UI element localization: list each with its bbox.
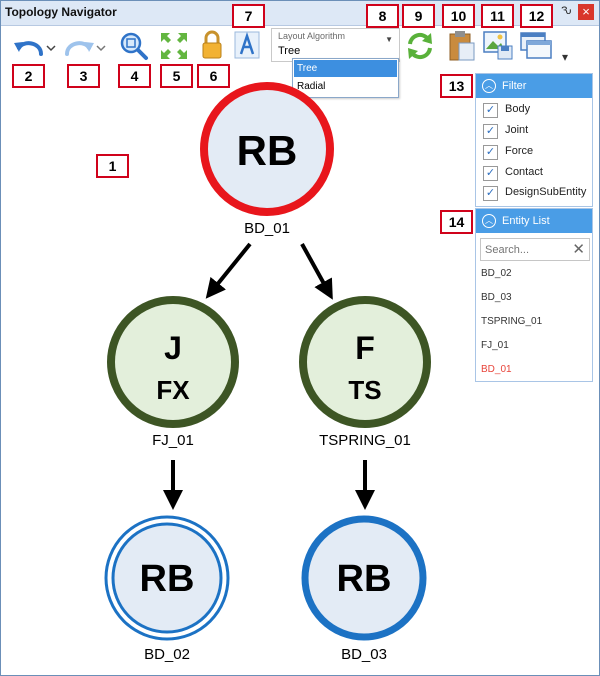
node-ring [200, 82, 334, 216]
checkbox-checked-icon[interactable]: ✓ [483, 103, 498, 118]
node-ring [299, 296, 431, 428]
filter-title: Filter [502, 80, 527, 92]
callout-6: 6 [197, 64, 230, 88]
node-type-label: J [164, 330, 182, 366]
callout-10: 10 [442, 4, 475, 28]
layout-algorithm-dropdown[interactable]: Layout Algorithm Tree ▼ [271, 28, 400, 62]
node-type-label: F [355, 330, 375, 366]
callout-11: 11 [481, 4, 514, 28]
overflow-icon[interactable]: ▾ [562, 50, 569, 64]
option-tree[interactable]: Tree [294, 60, 397, 77]
entity-list-item[interactable]: FJ_01 [481, 340, 509, 351]
checkbox-checked-icon[interactable]: ✓ [483, 166, 498, 181]
callout-2: 2 [12, 64, 45, 88]
node-ring [111, 522, 223, 634]
close-icon[interactable]: × [578, 4, 594, 20]
graph-edges [163, 242, 375, 510]
callout-4: 4 [118, 64, 151, 88]
node-caption: BD_03 [341, 646, 387, 663]
callout-7: 7 [232, 4, 265, 28]
graph-node-tspring-01[interactable]: F TS TSPRING_01 [299, 296, 431, 449]
entity-list-item-selected[interactable]: BD_01 [481, 364, 512, 375]
checkbox-checked-icon[interactable]: ✓ [483, 145, 498, 160]
callout-3: 3 [67, 64, 100, 88]
graph-edge [205, 242, 252, 299]
checkbox-checked-icon[interactable]: ✓ [483, 186, 498, 201]
callout-12: 12 [520, 4, 553, 28]
node-ring [107, 296, 239, 428]
image-export-icon[interactable] [482, 29, 514, 61]
node-type-label: RB [140, 558, 195, 600]
entity-list-item[interactable]: TSPRING_01 [481, 316, 543, 327]
entity-list-panel: ︿ Entity List ✕ BD_02 BD_03 TSPRING_01 F… [475, 208, 593, 382]
graph-node-bd-01[interactable]: RB BD_01 [200, 82, 334, 237]
undo-icon[interactable] [11, 34, 57, 60]
node-type-label: RB [237, 127, 298, 174]
graph-node-fj-01[interactable]: J FX FJ_01 [107, 296, 239, 449]
graph-node-bd-03[interactable]: RB BD_03 [301, 515, 427, 663]
checkbox-checked-icon[interactable]: ✓ [483, 124, 498, 139]
zoom-fit-icon[interactable] [119, 31, 149, 61]
graph-node-bd-02[interactable]: RB BD_02 [104, 515, 230, 663]
layout-algorithm-value: Tree [278, 45, 301, 57]
callout-13: 13 [440, 74, 473, 98]
callout-14: 14 [440, 210, 473, 234]
filter-panel-header[interactable]: ︿ Filter [476, 74, 592, 98]
chevron-down-icon: ▼ [385, 35, 393, 44]
text-style-icon[interactable] [234, 31, 260, 59]
entity-list-title: Entity List [502, 215, 550, 227]
entity-list-header[interactable]: ︿ Entity List [476, 209, 592, 233]
option-radial[interactable]: Radial [297, 81, 326, 92]
node-caption: BD_01 [244, 220, 290, 237]
window-icon[interactable] [519, 31, 553, 61]
callout-8: 8 [366, 4, 399, 28]
entity-list-item[interactable]: BD_03 [481, 292, 512, 303]
node-caption: BD_02 [144, 646, 190, 663]
refresh-icon[interactable] [404, 30, 436, 62]
node-subtype-label: TS [348, 375, 381, 405]
collapse-icon[interactable]: ︿ [482, 79, 496, 93]
collapse-icon[interactable]: ︿ [482, 214, 496, 228]
lock-icon[interactable] [201, 30, 223, 60]
node-caption: FJ_01 [152, 432, 194, 449]
topology-graph-canvas: RB BD_01 J FX FJ_01 F TS TSPRING_01 RB B… [104, 82, 431, 663]
graph-edge [300, 243, 333, 300]
entity-search-input[interactable] [481, 239, 567, 260]
callout-1: 1 [96, 154, 129, 178]
filter-panel: ︿ Filter ✓ Body ✓ Joint ✓ Force ✓ Contac… [475, 73, 593, 207]
callout-5: 5 [160, 64, 193, 88]
clear-search-icon[interactable]: ✕ [572, 241, 585, 258]
window-title: Topology Navigator [5, 5, 117, 19]
callout-9: 9 [402, 4, 435, 28]
expand-icon[interactable] [158, 30, 190, 62]
entity-list-item[interactable]: BD_02 [481, 268, 512, 279]
node-caption: TSPRING_01 [319, 432, 411, 449]
pin-icon[interactable]: Ԅ [561, 5, 572, 17]
node-ring [301, 515, 427, 641]
entity-search-box: ✕ [480, 238, 590, 261]
redo-icon[interactable] [63, 34, 109, 60]
node-subtype-label: FX [156, 375, 190, 405]
node-type-label: RB [337, 558, 392, 600]
layout-algorithm-label: Layout Algorithm [278, 31, 346, 41]
layout-algorithm-options: Tree Radial [292, 58, 399, 98]
clipboard-icon[interactable] [447, 29, 477, 63]
